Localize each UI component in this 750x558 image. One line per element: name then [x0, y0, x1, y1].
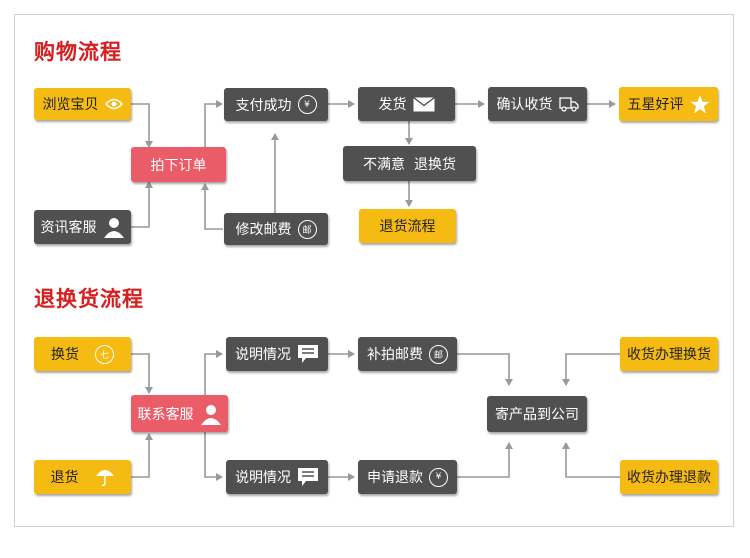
explain-bottom-node: 说明情况 [226, 460, 328, 494]
return-process-node: 退货流程 [359, 209, 456, 243]
confirm-receipt-node: 确认收货 [488, 87, 587, 121]
envelope-icon [412, 96, 435, 112]
arrow-service-to-explain-top [204, 350, 223, 395]
return-goods-node: 退货 [34, 460, 131, 494]
arrow-postage-to-order [201, 183, 223, 230]
five-star-node: 五星好评 [619, 87, 718, 121]
return-process-label: 退货流程 [379, 219, 436, 235]
pay-success-label: 支付成功 [235, 97, 292, 114]
receive-refund-label: 收货办理退款 [627, 470, 711, 486]
arrow-refund-to-company [457, 442, 513, 478]
yen-coin-icon: ¥ [429, 467, 448, 487]
speech-bubble-icon [297, 467, 319, 487]
receive-exchange-label: 收货办理换货 [627, 347, 711, 363]
apply-refund-label: 申请退款 [367, 470, 423, 486]
five-star-label: 五星好评 [627, 97, 684, 113]
speech-bubble-icon [297, 344, 319, 364]
return-goods-label: 退货 [50, 470, 79, 486]
return-process-title: 退换货流程 [34, 286, 144, 311]
contact-service-label: 联系客服 [137, 406, 194, 423]
exchange-node: 换货 七 [34, 337, 131, 371]
ship-node: 发货 [358, 87, 455, 121]
modify-postage-node: 修改邮费 邮 [224, 213, 328, 245]
arrow-consult-to-order [131, 181, 153, 228]
arrow-exchange-to-service [131, 353, 153, 394]
browse-label: 浏览宝贝 [42, 97, 99, 113]
contact-service-node: 联系客服 [131, 395, 228, 432]
arrow-browse-to-order [131, 103, 153, 148]
explain-bottom-label: 说明情况 [235, 470, 291, 486]
arrow-service-to-explain-bottom [204, 432, 223, 481]
receive-exchange-node: 收货办理换货 [620, 337, 718, 371]
confirm-receipt-label: 确认收货 [496, 97, 553, 113]
receive-refund-node: 收货办理退款 [620, 460, 718, 494]
seven-day-badge-icon: 七 [95, 344, 114, 364]
apply-refund-node: 申请退款 ¥ [358, 460, 457, 494]
pay-postage-node: 补拍邮费 邮 [358, 337, 457, 371]
exchange-label: 换货 [51, 347, 79, 363]
modify-postage-label: 修改邮费 [235, 222, 292, 238]
star-icon [689, 94, 710, 114]
unsatisfied-node: 不满意 退换货 [343, 146, 476, 181]
send-to-company-label: 寄产品到公司 [495, 407, 579, 423]
arrow-refund-recv-to-company [562, 442, 620, 478]
truck-icon [558, 96, 579, 112]
person-icon [200, 403, 222, 425]
arrow-exchange-recv-to-company [562, 353, 620, 386]
person-icon [103, 216, 125, 238]
pay-success-node: 支付成功 ¥ [224, 88, 328, 121]
postage-stamp-icon: 邮 [297, 219, 317, 239]
consult-node: 资讯客服 [34, 210, 131, 244]
send-to-company-node: 寄产品到公司 [487, 396, 587, 432]
place-order-node: 拍下订单 [131, 147, 226, 182]
pay-postage-label: 补拍邮费 [367, 347, 423, 363]
postage-stamp-icon: 邮 [429, 344, 448, 364]
unsatisfied-label: 不满意 退换货 [363, 156, 456, 173]
umbrella-icon [95, 467, 115, 487]
diagram-frame [14, 14, 734, 527]
shopping-process-title: 购物流程 [34, 39, 122, 64]
explain-top-node: 说明情况 [226, 337, 328, 371]
ship-label: 发货 [378, 97, 407, 113]
arrow-order-to-pay [204, 100, 223, 147]
consult-label: 资讯客服 [40, 220, 97, 236]
eye-icon [104, 98, 123, 110]
arrow-postage-to-company [457, 353, 513, 386]
yen-coin-icon: ¥ [297, 95, 317, 114]
place-order-label: 拍下订单 [150, 157, 207, 174]
explain-top-label: 说明情况 [235, 347, 291, 363]
arrow-return-to-service [131, 433, 153, 478]
browse-node: 浏览宝贝 [34, 88, 131, 120]
